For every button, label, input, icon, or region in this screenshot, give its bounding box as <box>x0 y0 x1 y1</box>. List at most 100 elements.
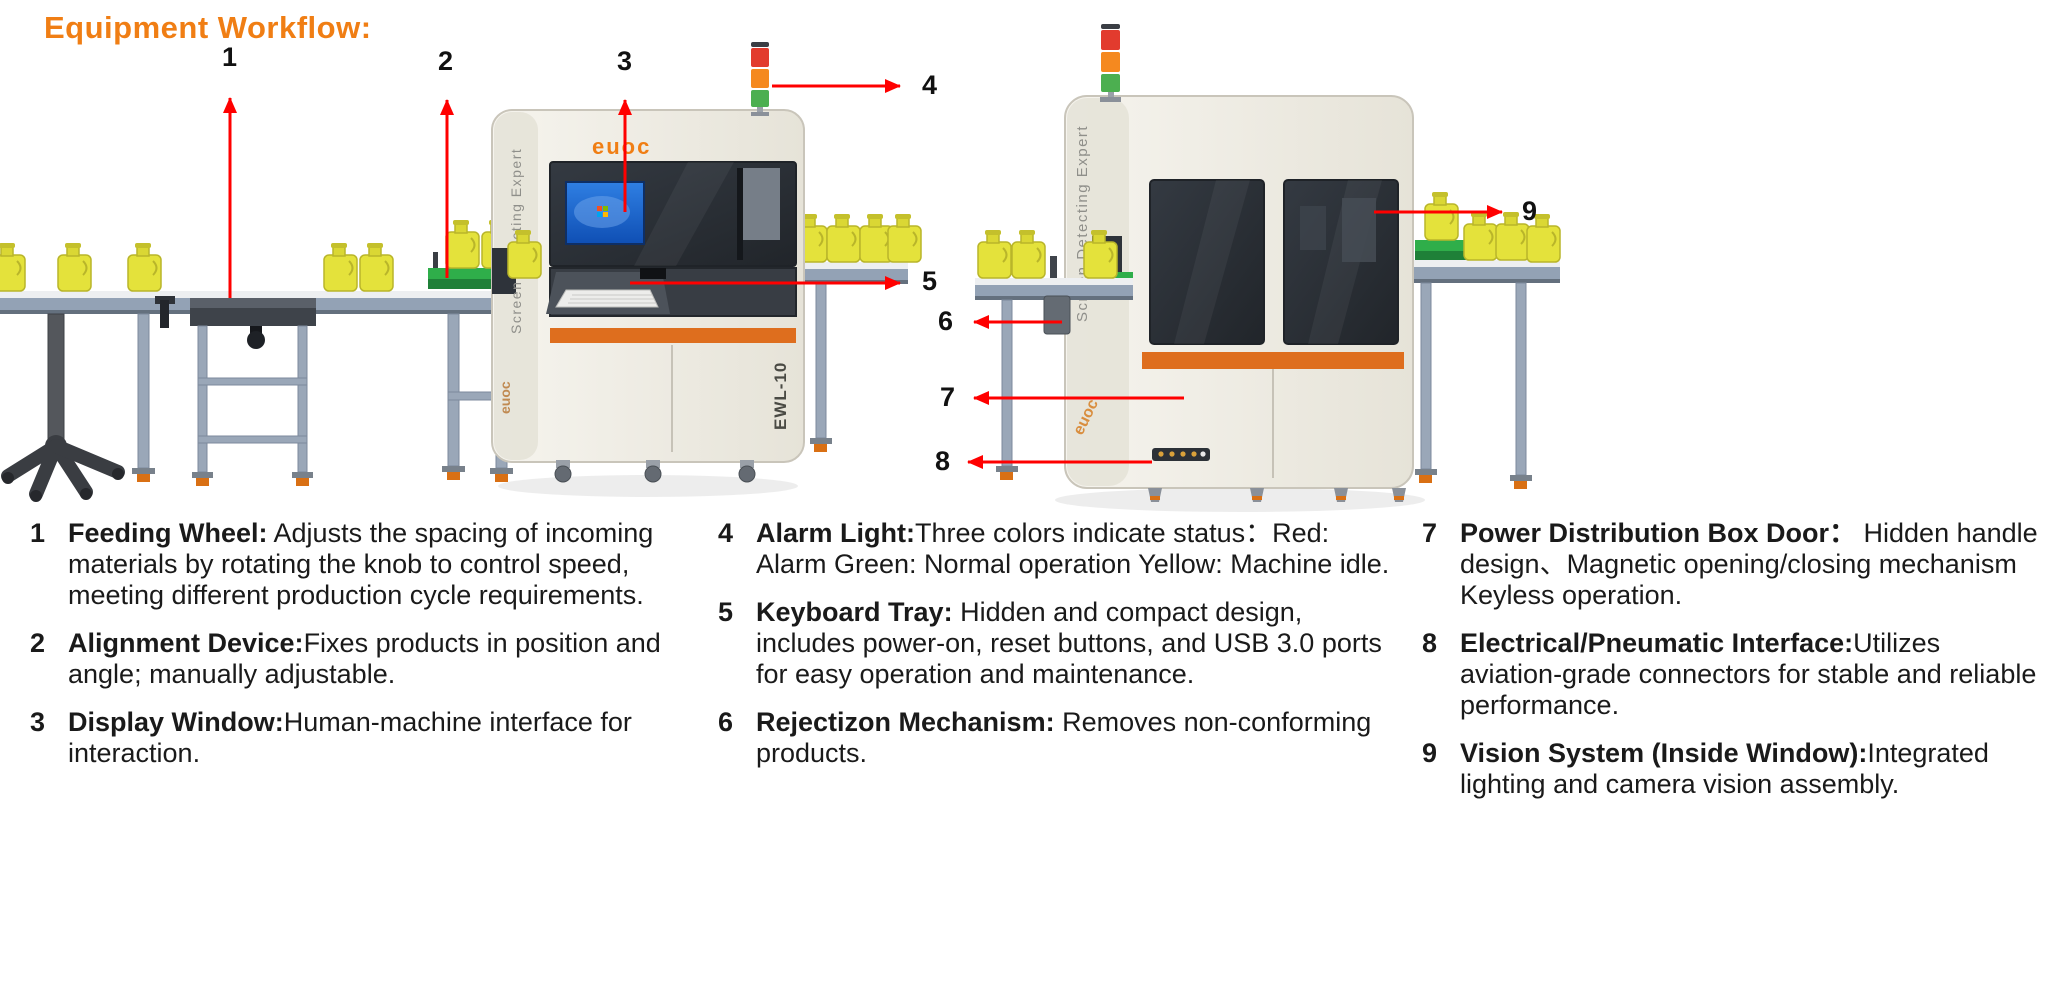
callout-number-5: 5 <box>922 266 938 296</box>
legend-item-number: 3 <box>30 707 46 737</box>
vision-window-right <box>1283 179 1399 345</box>
legend-item-text: Alignment Device:Fixes products in posit… <box>68 628 670 690</box>
callout-arrows <box>223 79 1503 469</box>
legend-item-text: Alarm Light:Three colors indicate status… <box>756 518 1394 580</box>
legend-item-3: 3 Display Window:Human-machine interface… <box>30 707 670 769</box>
legend-item-8: 8 Electrical/Pneumatic Interface:Utilize… <box>1422 628 2042 721</box>
product-jug <box>1463 211 1498 261</box>
alarm-orange-segment <box>751 69 769 88</box>
callout-number-9: 9 <box>1522 196 1538 226</box>
legend-item-number: 6 <box>718 707 734 737</box>
legend-column-2: 4 Alarm Light:Three colors indicate stat… <box>718 518 1394 769</box>
product-jug <box>359 242 394 292</box>
conveyor-legs <box>137 313 508 469</box>
product-jug <box>0 242 26 292</box>
feeding-wheel-table <box>190 298 316 486</box>
product-jug <box>887 213 922 263</box>
callout-number-6: 6 <box>938 306 954 336</box>
legend-item-text: Power Distribution Box Door： Hidden hand… <box>1460 518 2042 611</box>
conveyor-sensor <box>155 296 175 328</box>
pedestal-stand <box>1 313 125 502</box>
legend-item-1: 1 Feeding Wheel: Adjusts the spacing of … <box>30 518 670 611</box>
alarm-green-segment <box>751 90 769 107</box>
legend-item-term: Rejectizon Mechanism: <box>756 707 1055 737</box>
legend-item-term: Keyboard Tray: <box>756 597 953 627</box>
machine-1: euoc <box>491 42 805 497</box>
legend-item-desc: Human-machine interface for interaction. <box>68 707 632 768</box>
legend-item-desc: Fixes products in position and angle; ma… <box>68 628 661 689</box>
keyboard-tray <box>546 267 797 317</box>
orange-stripe-2 <box>1142 352 1404 369</box>
legend-item-number: 9 <box>1422 738 1438 768</box>
machine-2: Screen Detecting Expert euoc <box>1055 24 1425 512</box>
legend-item-number: 7 <box>1422 518 1438 548</box>
legend-item-term: Display Window: <box>68 707 284 737</box>
product-jug <box>1424 191 1459 241</box>
windows-logo-icon <box>597 206 608 217</box>
alarm-green-segment <box>1101 74 1120 92</box>
legend-item-desc: Hidden and compact design, includes powe… <box>756 597 1382 689</box>
legend-item-term: Alignment Device: <box>68 628 304 658</box>
brand-logo-side: euoc <box>497 381 513 414</box>
legend-column-1: 1 Feeding Wheel: Adjusts the spacing of … <box>30 518 670 769</box>
product-jug <box>977 229 1012 279</box>
legend-item-text: Electrical/Pneumatic Interface:Utilizes … <box>1460 628 2042 721</box>
product-jug <box>127 242 162 292</box>
alarm-light-tower-2 <box>1100 24 1121 102</box>
callout-number-4: 4 <box>922 70 938 100</box>
legend-item-desc: Integrated lighting and camera vision as… <box>1460 738 1989 799</box>
legend-item-desc: Hidden handle design、Magnetic opening/cl… <box>1460 518 2038 610</box>
legend-item-term: Alarm Light: <box>756 518 915 548</box>
legend-item-desc: Three colors indicate status：Red: Alarm … <box>756 518 1390 579</box>
product-jug <box>826 213 861 263</box>
alarm-orange-segment <box>1101 52 1120 72</box>
product-jug <box>1011 229 1046 279</box>
legend-item-text: Feeding Wheel: Adjusts the spacing of in… <box>68 518 670 611</box>
outfeed-conveyor-2 <box>1400 240 1560 489</box>
casters <box>554 460 756 483</box>
legend-item-number: 2 <box>30 628 46 658</box>
product-jug <box>323 242 358 292</box>
infeed-conveyor-2 <box>975 256 1133 480</box>
outfeed-alignment-device <box>1415 240 1487 260</box>
alarm-red-segment <box>751 48 769 67</box>
alarm-light-tower-1 <box>751 42 769 116</box>
legend-item-number: 1 <box>30 518 46 548</box>
electrical-interface <box>1152 448 1210 461</box>
side-label: Screen Detecting Expert <box>508 148 524 334</box>
orange-stripe <box>550 328 796 343</box>
callout-number-3: 3 <box>617 46 633 76</box>
legend-item-number: 8 <box>1422 628 1438 658</box>
display-screen <box>565 181 645 245</box>
machines-line-drawing: euoc <box>0 24 1561 512</box>
vision-system-assembly <box>1342 198 1376 262</box>
callout-number-1: 1 <box>222 42 238 72</box>
legend-item-text: Rejectizon Mechanism: Removes non-confor… <box>756 707 1394 769</box>
legend-item-desc: Utilizes aviation-grade connectors for s… <box>1460 628 2037 720</box>
leveling-feet <box>1148 488 1406 502</box>
legend-item-text: Vision System (Inside Window):Integrated… <box>1460 738 2042 800</box>
model-label: EWL-10 <box>771 362 790 430</box>
callout-number-7: 7 <box>940 382 956 412</box>
legend-item-6: 6 Rejectizon Mechanism: Removes non-conf… <box>718 707 1394 769</box>
legend-item-desc: Adjusts the spacing of incoming material… <box>68 518 654 610</box>
legend-item-4: 4 Alarm Light:Three colors indicate stat… <box>718 518 1394 580</box>
product-jug <box>445 219 480 269</box>
page-title: Equipment Workflow: <box>44 10 372 45</box>
legend-item-desc: Removes non-conforming products. <box>756 707 1372 768</box>
callout-number-8: 8 <box>935 446 951 476</box>
legend-item-number: 5 <box>718 597 734 627</box>
outfeed-conveyor-1 <box>790 262 908 452</box>
legend-item-text: Display Window:Human-machine interface f… <box>68 707 670 769</box>
legend-item-term: Vision System (Inside Window): <box>1460 738 1868 768</box>
equipment-illustration: euoc <box>0 24 1561 512</box>
feeding-wheel-knob <box>247 331 265 349</box>
legend-item-2: 2 Alignment Device:Fixes products in pos… <box>30 628 670 690</box>
legend-item-term: Electrical/Pneumatic Interface: <box>1460 628 1854 658</box>
callout-number-2: 2 <box>438 46 454 76</box>
brand-logo: euoc <box>592 134 651 159</box>
vision-window-left <box>1149 179 1265 345</box>
legend-column-3: 7 Power Distribution Box Door： Hidden ha… <box>1422 518 2042 800</box>
legend-item-7: 7 Power Distribution Box Door： Hidden ha… <box>1422 518 2042 611</box>
legend-item-5: 5 Keyboard Tray: Hidden and compact desi… <box>718 597 1394 690</box>
